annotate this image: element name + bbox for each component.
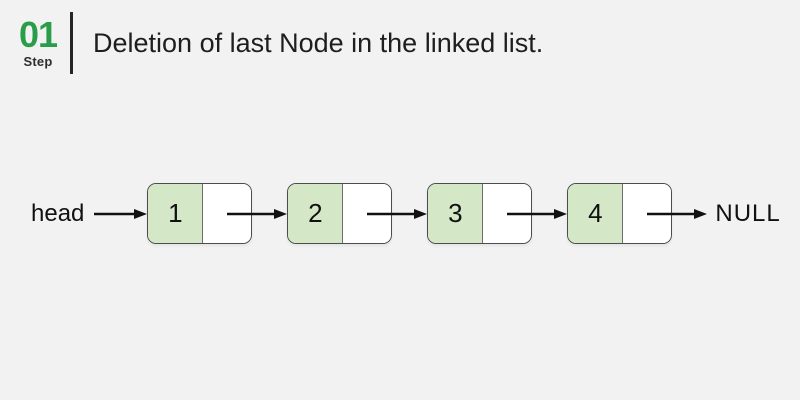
next-pointer-arrow (227, 208, 288, 219)
step-number: 01 (18, 14, 58, 55)
linked-list-row: head 1 2 3 4 NULL (31, 183, 781, 244)
null-label: NULL (715, 199, 781, 227)
header: 01 Step Deletion of last Node in the lin… (14, 12, 543, 74)
node-value: 2 (288, 184, 344, 243)
head-arrow (94, 208, 148, 219)
null-arrow (647, 208, 708, 219)
next-pointer-arrow (367, 208, 428, 219)
head-label: head (31, 199, 85, 227)
next-pointer-arrow (507, 208, 568, 219)
node-value: 1 (148, 184, 204, 243)
step-label: Step (23, 54, 53, 69)
header-divider (70, 12, 73, 74)
node-value: 4 (568, 184, 624, 243)
list-node: 4 (567, 183, 673, 244)
node-value: 3 (428, 184, 484, 243)
page-title: Deletion of last Node in the linked list… (93, 27, 544, 58)
step-badge: 01 Step (14, 14, 62, 70)
